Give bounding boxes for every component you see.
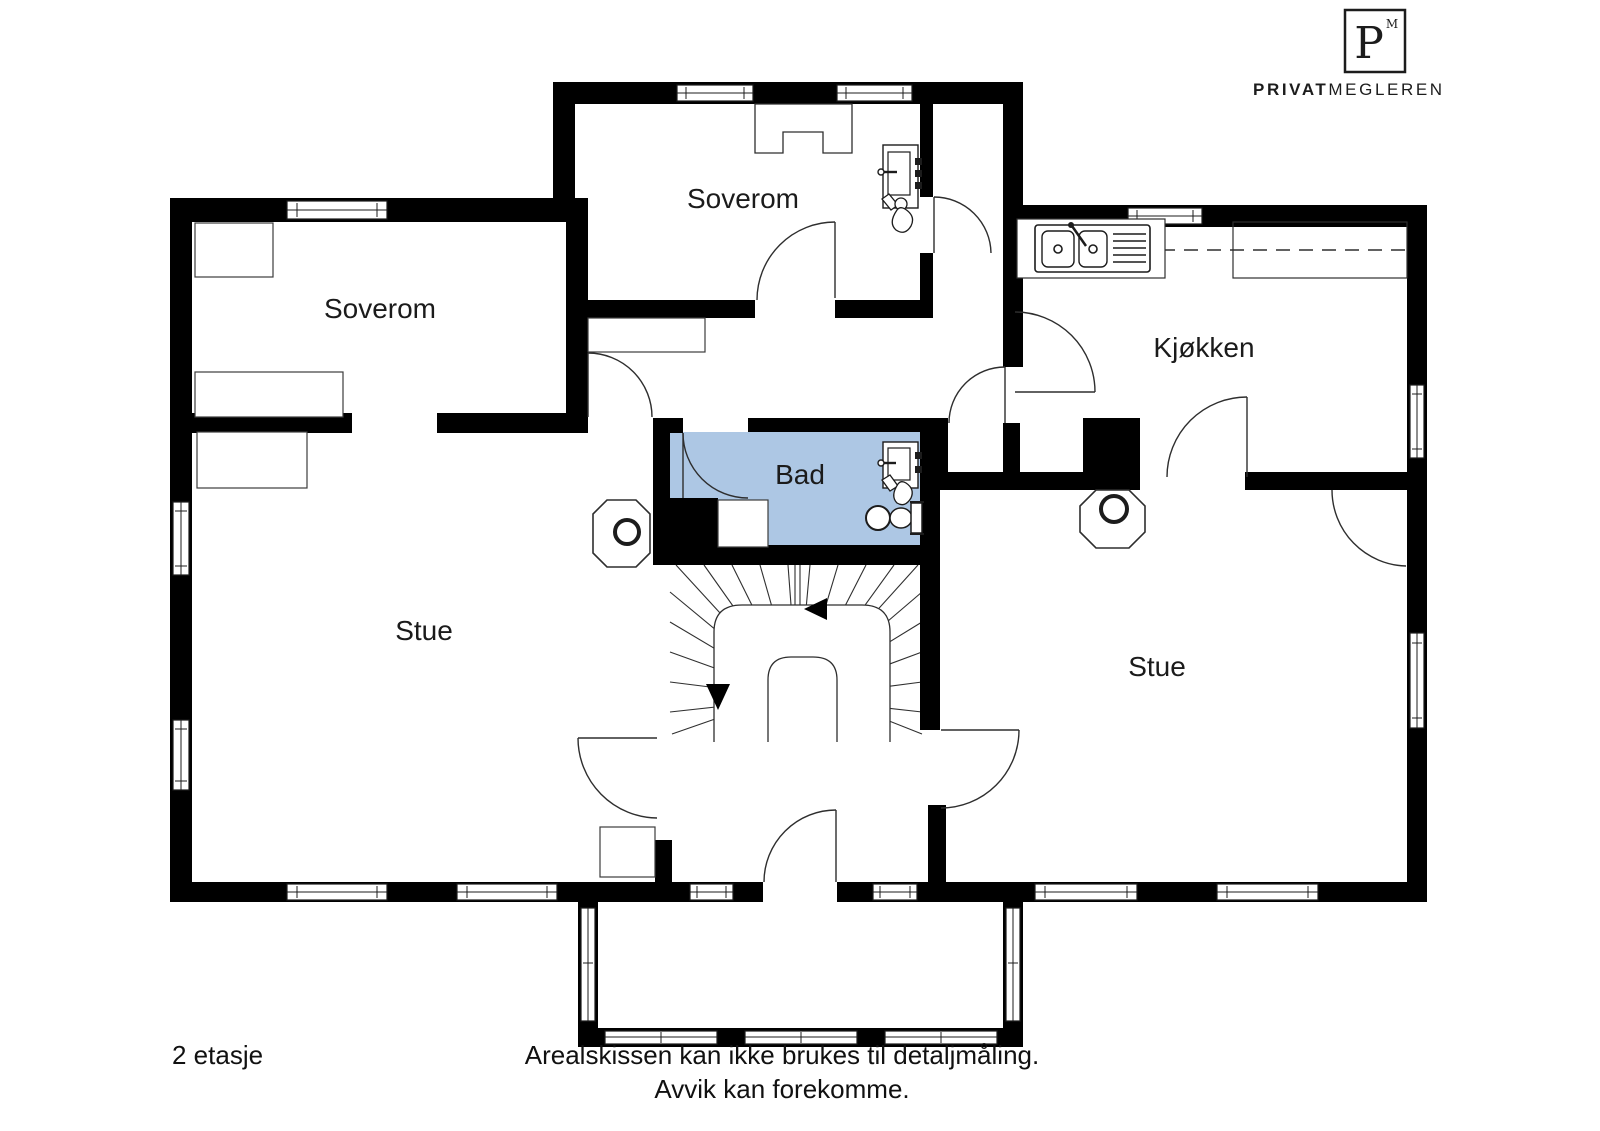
- window: [172, 501, 190, 576]
- door-swing: [933, 196, 992, 254]
- door-swing: [756, 221, 836, 301]
- window: [1409, 384, 1425, 459]
- footer: 2 etasje Arealskissen kan ikke brukes ti…: [172, 1040, 1039, 1104]
- window: [689, 883, 734, 901]
- kitchen-counter: [1232, 221, 1408, 279]
- closet: [599, 826, 656, 878]
- stair-arrow-left-icon: [804, 598, 827, 620]
- chimney-top-icon: [754, 103, 853, 154]
- stair-handrail-outer: [713, 604, 891, 742]
- brand-wordmark-bold: PRIVAT: [1253, 80, 1328, 99]
- balcony-window: [580, 907, 596, 1022]
- chimney-stove-icon: [1079, 489, 1146, 549]
- window: [1409, 632, 1425, 729]
- room-label-bad: Bad: [775, 459, 825, 490]
- room-label-stue-left: Stue: [395, 615, 453, 646]
- window: [872, 883, 918, 901]
- disclaimer-line-1: Arealskissen kan ikke brukes til detaljm…: [525, 1040, 1039, 1070]
- brand-wordmark-light: MEGLEREN: [1328, 80, 1444, 99]
- room-label-kjokken: Kjøkken: [1153, 332, 1254, 363]
- window: [1216, 883, 1319, 901]
- stair-tongue-outline: [767, 656, 838, 742]
- door-swing: [577, 737, 658, 819]
- window: [286, 883, 388, 901]
- bathroom-sink-icon: [877, 441, 922, 506]
- room-labels: Soverom Soverom Kjøkken Bad Stue Stue: [324, 183, 1255, 682]
- closet: [587, 317, 706, 353]
- kitchen-sink-icon: [1034, 222, 1151, 273]
- window: [456, 883, 558, 901]
- window: [286, 200, 388, 220]
- furniture: [194, 222, 769, 878]
- stair-tongue-fill: [768, 657, 837, 742]
- window: [676, 84, 754, 102]
- bathroom-cabinet: [717, 499, 769, 548]
- balcony-window: [744, 1030, 858, 1045]
- closet: [194, 371, 344, 418]
- door-swing: [587, 352, 653, 418]
- chimneys: [592, 103, 1146, 568]
- bedroom-sink-icon: [877, 144, 922, 233]
- logo-monogram: P: [1354, 18, 1384, 69]
- toilet-icon: [865, 501, 924, 535]
- closet: [196, 431, 308, 489]
- door-swing: [1166, 396, 1248, 478]
- kitchen-fixtures: [1016, 218, 1408, 279]
- door-swing: [682, 432, 749, 499]
- logo-monogram-superscript: M: [1386, 17, 1398, 31]
- balcony-window: [604, 1030, 718, 1045]
- staircase: [669, 564, 923, 742]
- windows: [172, 84, 1425, 1045]
- balcony-door-opening: [763, 882, 837, 902]
- logo-box: [1343, 8, 1407, 74]
- chimney-stove-icon: [592, 499, 651, 568]
- balcony-window: [1005, 907, 1021, 1022]
- disclaimer-line-2: Avvik kan forekomme.: [654, 1074, 909, 1104]
- window: [836, 84, 913, 102]
- window: [1034, 883, 1138, 901]
- room-label-stue-right: Stue: [1128, 651, 1186, 682]
- stair-arrow-down-icon: [706, 684, 730, 710]
- balcony-window: [884, 1030, 998, 1045]
- doors: [577, 196, 1407, 883]
- door-swing: [763, 809, 837, 883]
- floor-label: 2 etasje: [172, 1040, 263, 1070]
- door-swing: [948, 366, 1006, 424]
- door-swing: [940, 729, 1020, 809]
- window: [172, 719, 190, 791]
- brand-logo: P M PRIVATMEGLEREN: [1253, 8, 1445, 99]
- door-swing: [1331, 489, 1407, 567]
- room-label-soverom-top: Soverom: [687, 183, 799, 214]
- brand-wordmark: PRIVATMEGLEREN: [1253, 80, 1445, 99]
- walls: [170, 82, 1427, 1047]
- closet: [194, 222, 274, 278]
- door-swing: [1014, 311, 1096, 393]
- room-label-soverom-left: Soverom: [324, 293, 436, 324]
